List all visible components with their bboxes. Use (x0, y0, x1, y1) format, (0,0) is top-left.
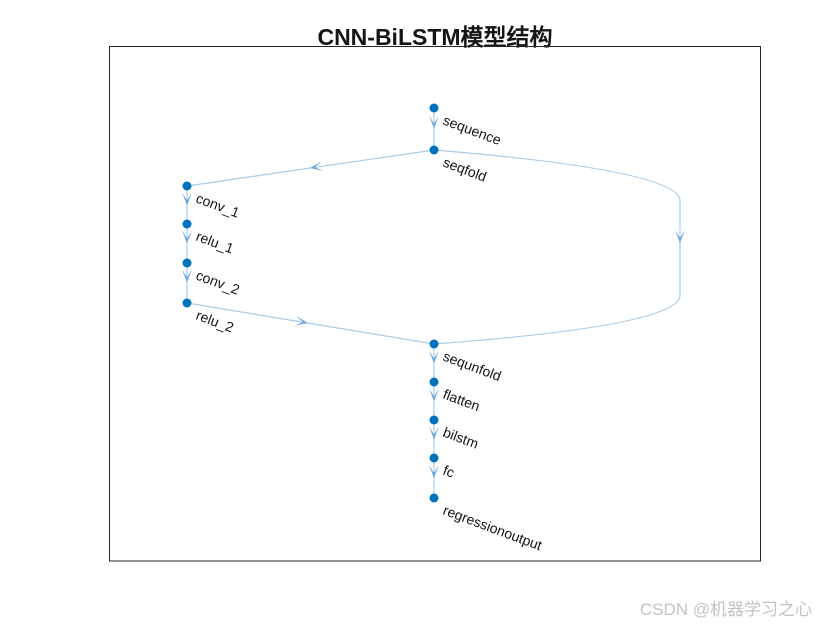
node-label-conv_2: conv_2 (194, 267, 242, 298)
arrow-seqfold-conv_1 (310, 161, 324, 172)
arrow-conv_2-relu_2 (182, 269, 192, 283)
edge-relu_2-sequnfold (186, 302, 435, 345)
node-label-bilstm: bilstm (441, 424, 481, 452)
nodes-group (182, 103, 439, 503)
node-relu_2 (182, 298, 192, 308)
arrow-fc-regressionoutput (429, 465, 439, 478)
arrow-seqfold-sequnfold-bypass (675, 230, 685, 243)
node-label-relu_2: relu_2 (194, 307, 236, 336)
node-flatten (429, 377, 439, 387)
node-conv_2 (182, 258, 192, 268)
arrow-bilstm-fc (429, 426, 439, 440)
node-label-seqfold: seqfold (441, 154, 489, 185)
arrow-relu_1-conv_2 (182, 230, 192, 244)
node-label-sequnfold: sequnfold (441, 348, 503, 384)
edges-group (186, 108, 681, 498)
axes-border (109, 46, 761, 562)
node-conv_1 (182, 181, 192, 191)
node-seqfold (429, 145, 439, 155)
node-label-sequence: sequence (441, 112, 504, 148)
arrow-sequnfold-flatten (429, 350, 439, 364)
node-label-regressionoutput: regressionoutput (441, 502, 544, 554)
arrow-relu_2-sequnfold (294, 315, 308, 326)
csdn-watermark: CSDN @机器学习之心 (639, 600, 812, 619)
node-relu_1 (182, 219, 192, 229)
node-sequence (429, 103, 439, 113)
node-fc (429, 453, 439, 463)
node-regressionoutput (429, 493, 439, 503)
arrowheads-group (182, 115, 685, 478)
node-label-relu_1: relu_1 (194, 228, 236, 257)
node-label-conv_1: conv_1 (194, 190, 242, 221)
figure-title: CNN-BiLSTM模型结构 (317, 24, 553, 50)
node-labels-group: sequence seqfold conv_1 relu_1 conv_2 re… (194, 112, 544, 554)
arrow-sequence-seqfold (429, 115, 439, 129)
edge-seqfold-sequnfold-bypass (433, 149, 681, 345)
node-sequnfold (429, 339, 439, 349)
node-label-fc: fc (441, 462, 457, 481)
arrow-flatten-bilstm (429, 388, 439, 402)
node-bilstm (429, 415, 439, 425)
node-label-flatten: flatten (441, 386, 482, 414)
arrow-conv_1-relu_1 (182, 192, 192, 206)
